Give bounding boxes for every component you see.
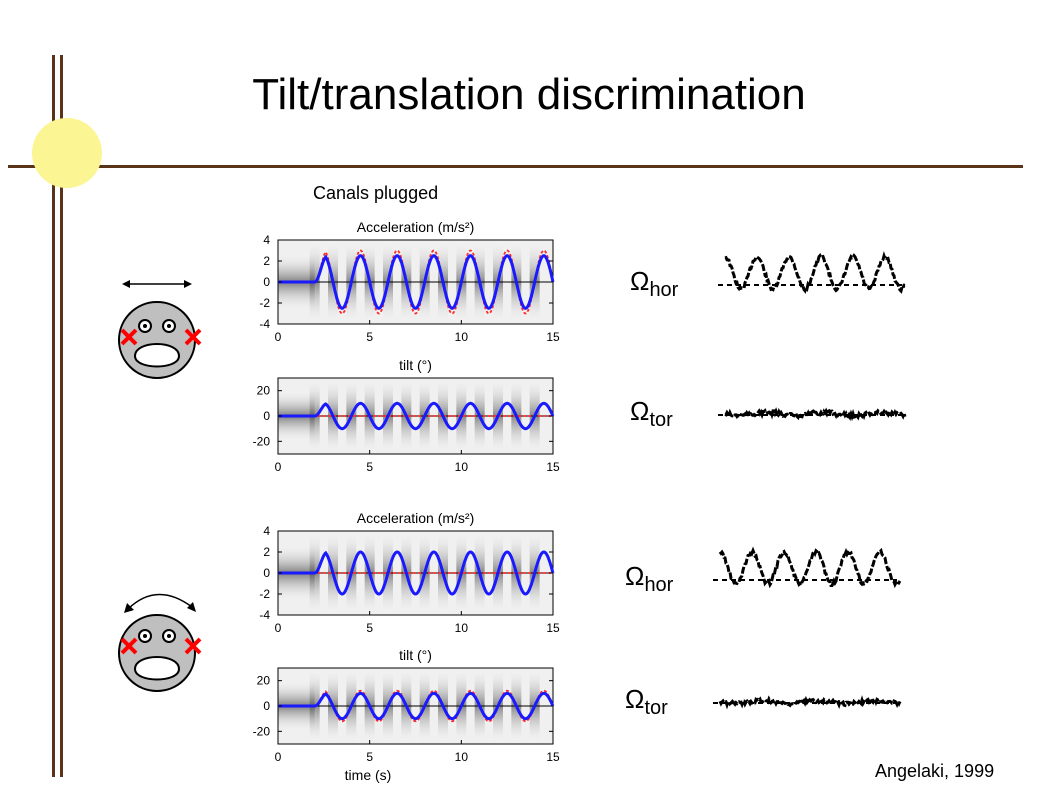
neural-trace [724, 406, 907, 422]
x-tick-label: 10 [455, 621, 469, 635]
monkey-head-icon [118, 614, 196, 692]
recording-tor-translation: Ωtor [630, 396, 907, 431]
x-tick-label: 15 [546, 621, 560, 635]
recording-hor-translation: Ωhor [630, 250, 906, 301]
x-tick-label: 0 [275, 750, 282, 764]
chart-acceleration-tilt: Acceleration (m/s²) 4 2 0 -2 -4 0 5 10 15 [259, 510, 560, 635]
stimulus-trace [278, 689, 554, 723]
recording-label: Ωtor [625, 684, 668, 719]
y-tick-label: -4 [259, 317, 270, 331]
x-tick-label: 15 [546, 460, 560, 474]
x-tick-label: 10 [455, 460, 469, 474]
y-tick-label: 20 [257, 384, 271, 398]
label-subscript: hor [644, 574, 673, 596]
monkey-head-icon [118, 301, 196, 379]
x-tick-label: 0 [275, 330, 282, 344]
recording-label: Ωtor [630, 396, 673, 431]
neural-trace [718, 546, 902, 589]
chart-tilt-tilt: tilt (°) 20 0 -20 0 5 10 15 time (s) [253, 647, 560, 783]
monkey-head-translation [118, 280, 202, 379]
neural-trace [724, 250, 906, 294]
x-axis-label: time (s) [345, 767, 392, 783]
frame-vertical-line [52, 55, 63, 777]
model-trace [278, 550, 555, 596]
chart-title: Acceleration (m/s²) [357, 219, 474, 235]
y-tick-label: -20 [253, 434, 271, 448]
model-trace [278, 254, 555, 310]
y-tick-label: 0 [263, 275, 270, 289]
x-tick-label: 10 [455, 330, 469, 344]
plugged-canal-x-icon [120, 637, 202, 655]
chart-acceleration-translation: Acceleration (m/s²) 4 2 0 -2 -4 0 5 10 15 [259, 219, 560, 344]
label-symbol: Ω [630, 266, 649, 296]
x-tick-label: 5 [366, 460, 373, 474]
monkey-head-tilt [118, 593, 202, 692]
y-tick-label: 2 [263, 545, 270, 559]
recording-tor-tilt: Ωtor [625, 684, 902, 719]
neural-trace [718, 695, 902, 710]
y-tick-label: -2 [259, 587, 270, 601]
y-tick-label: -2 [259, 296, 270, 310]
label-symbol: Ω [625, 684, 644, 714]
model-trace [278, 691, 555, 721]
y-tick-label: -20 [253, 724, 271, 738]
x-tick-label: 0 [275, 621, 282, 635]
label-subscript: hor [649, 279, 678, 301]
y-tick-label: 2 [263, 254, 270, 268]
frame-horizontal-line [8, 165, 1023, 168]
recording-label: Ωhor [625, 561, 674, 596]
slide-title: Tilt/translation discrimination [252, 70, 806, 119]
y-tick-label: 0 [263, 409, 270, 423]
x-tick-label: 5 [366, 750, 373, 764]
recording-hor-tilt: Ωhor [625, 546, 902, 596]
chart-title: tilt (°) [399, 647, 432, 663]
label-subscript: tor [644, 697, 668, 719]
chart-tilt-translation: tilt (°) 20 0 -20 0 5 10 15 [253, 357, 560, 474]
y-tick-label: -4 [259, 608, 270, 622]
condition-label: Canals plugged [313, 183, 439, 203]
y-tick-label: 4 [263, 524, 270, 538]
tilt-arrow-icon [124, 593, 196, 613]
y-tick-label: 20 [257, 674, 271, 688]
x-tick-label: 5 [366, 330, 373, 344]
y-tick-label: 0 [263, 566, 270, 580]
model-trace [278, 401, 555, 431]
translation-arrow-icon [122, 280, 192, 288]
label-symbol: Ω [625, 561, 644, 591]
x-tick-label: 15 [546, 750, 560, 764]
decorative-circle [32, 118, 102, 188]
x-tick-label: 0 [275, 460, 282, 474]
label-symbol: Ω [630, 396, 649, 426]
y-tick-label: 0 [263, 699, 270, 713]
label-subscript: tor [649, 409, 673, 431]
chart-title: tilt (°) [399, 357, 432, 373]
y-tick-label: 4 [263, 233, 270, 247]
plugged-canal-x-icon [120, 328, 202, 346]
chart-title: Acceleration (m/s²) [357, 510, 474, 526]
x-tick-label: 10 [455, 750, 469, 764]
x-tick-label: 5 [366, 621, 373, 635]
stimulus-trace [278, 249, 554, 315]
citation: Angelaki, 1999 [875, 761, 995, 781]
x-tick-label: 15 [546, 330, 560, 344]
recording-label: Ωhor [630, 266, 679, 301]
